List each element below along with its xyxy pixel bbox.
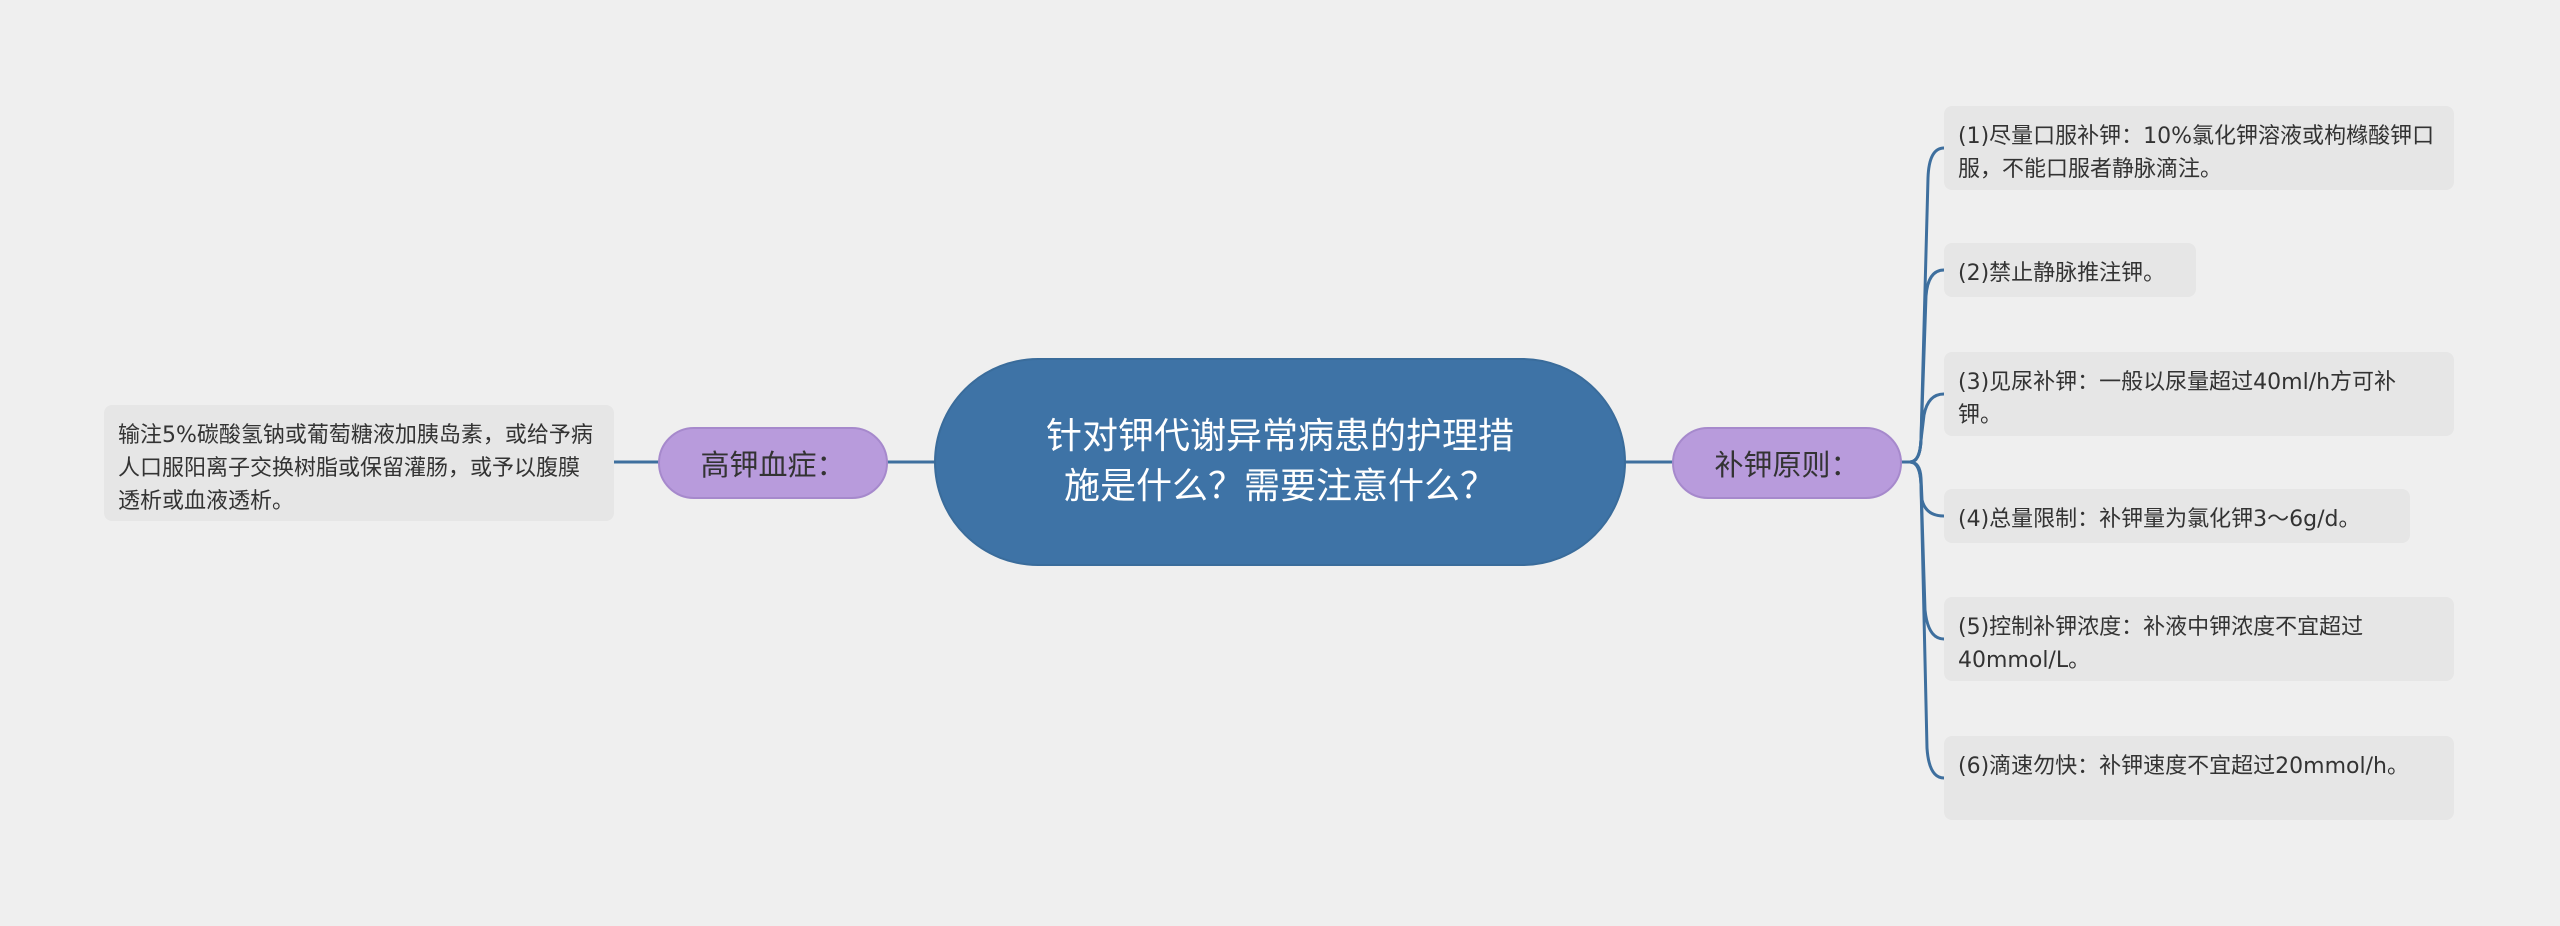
leaf-text: (6)滴速勿快：补钾速度不宜超过20mmol/h。	[1958, 754, 2409, 779]
leaf-text: (5)控制补钾浓度：补液中钾浓度不宜超过40mmol/L。	[1958, 615, 2364, 673]
leaf-text: (2)禁止静脉推注钾。	[1958, 261, 2166, 286]
leaf-text: (1)尽量口服补钾：10%氯化钾溶液或枸橼酸钾口服，不能口服者静脉滴注。	[1958, 124, 2435, 182]
leaf-principle-6[interactable]: (6)滴速勿快：补钾速度不宜超过20mmol/h。	[1944, 736, 2454, 820]
root-topic[interactable]: 针对钾代谢异常病患的护理措施是什么？需要注意什么？	[934, 358, 1626, 566]
leaf-principle-1[interactable]: (1)尽量口服补钾：10%氯化钾溶液或枸橼酸钾口服，不能口服者静脉滴注。	[1944, 106, 2454, 190]
branch-potassium-principles[interactable]: 补钾原则：	[1672, 427, 1902, 499]
leaf-text: (3)见尿补钾：一般以尿量超过40ml/h方可补钾。	[1958, 370, 2397, 428]
connector-right-leaf-3	[1900, 392, 1946, 464]
leaf-text: 输注5%碳酸氢钠或葡萄糖液加胰岛素，或给予病人口服阳离子交换树脂或保留灌肠，或予…	[118, 423, 593, 514]
leaf-hyperkalemia-treatment[interactable]: 输注5%碳酸氢钠或葡萄糖液加胰岛素，或给予病人口服阳离子交换树脂或保留灌肠，或予…	[104, 405, 614, 521]
branch-hyperkalemia[interactable]: 高钾血症：	[658, 427, 888, 499]
leaf-text: (4)总量限制：补钾量为氯化钾3～6g/d。	[1958, 507, 2361, 532]
leaf-principle-5[interactable]: (5)控制补钾浓度：补液中钾浓度不宜超过40mmol/L。	[1944, 597, 2454, 681]
branch-potassium-principles-label: 补钾原则：	[1714, 448, 1860, 482]
leaf-principle-4[interactable]: (4)总量限制：补钾量为氯化钾3～6g/d。	[1944, 489, 2410, 543]
leaf-principle-3[interactable]: (3)见尿补钾：一般以尿量超过40ml/h方可补钾。	[1944, 352, 2454, 436]
connector-right-leaf-6	[1900, 460, 1946, 780]
leaf-principle-2[interactable]: (2)禁止静脉推注钾。	[1944, 243, 2196, 297]
branch-hyperkalemia-label: 高钾血症：	[700, 448, 846, 482]
root-topic-text: 针对钾代谢异常病患的护理措施是什么？需要注意什么？	[1045, 416, 1514, 507]
